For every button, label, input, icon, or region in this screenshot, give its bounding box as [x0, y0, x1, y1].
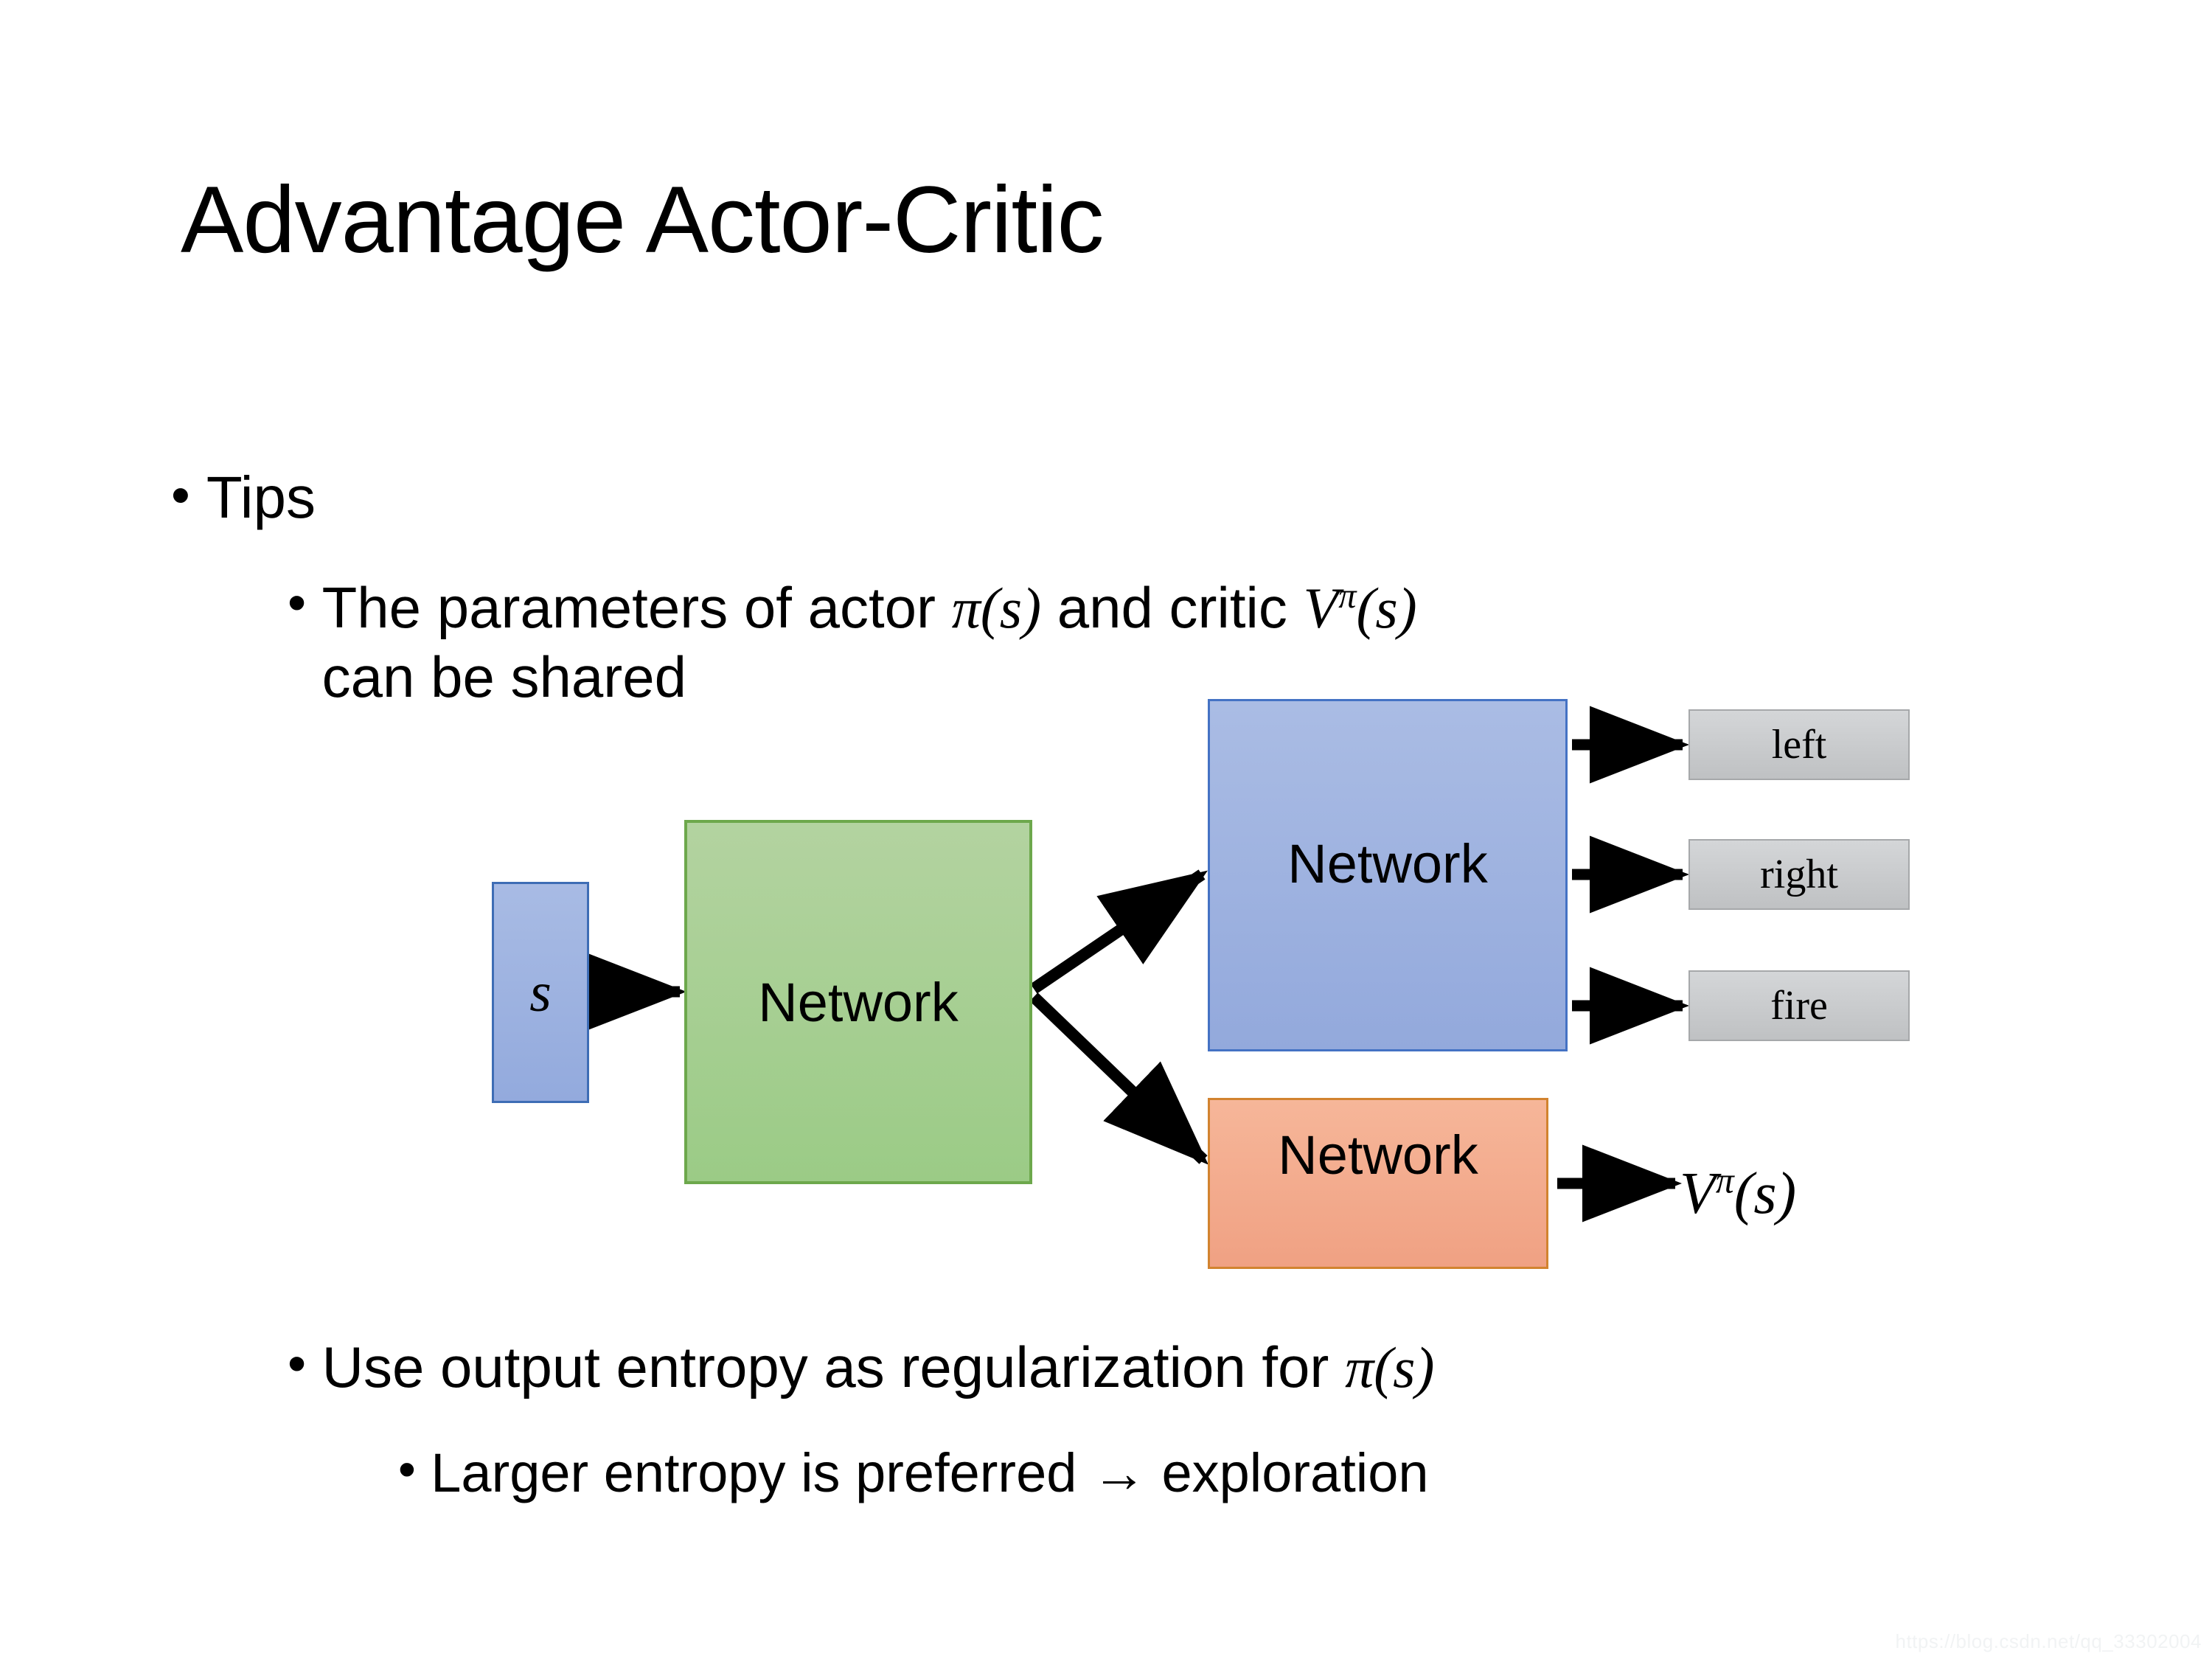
- math-entropy-pi-s: π(s): [1345, 1335, 1435, 1399]
- shared-network-box[interactable]: Network: [684, 820, 1032, 1184]
- bullet-entropy-regularization: • Use output entropy as regularization f…: [288, 1335, 1434, 1401]
- value-output-v: V: [1680, 1161, 1716, 1226]
- bullet-tips-label: Tips: [206, 465, 316, 530]
- math-actor-pi-s: π(s): [951, 576, 1042, 640]
- actor-network-label: Network: [1287, 833, 1488, 894]
- params-text-middle: and critic: [1041, 575, 1304, 640]
- watermark-url: https://blog.csdn.net/qq_33302004: [1895, 1630, 2202, 1652]
- arrow-shared-to-actor: [1030, 869, 1208, 994]
- bullet-larger-entropy-label: Larger entropy is preferred → exploratio…: [431, 1442, 1429, 1503]
- params-text-before: The parameters of actor: [321, 575, 952, 640]
- bullet-larger-entropy: • Larger entropy is preferred → explorat…: [398, 1441, 1429, 1504]
- arrow-shared-to-critic: [1029, 992, 1208, 1165]
- actor-network-box[interactable]: Network: [1208, 699, 1568, 1051]
- params-text-after: can be shared: [321, 644, 686, 709]
- critic-network-label: Network: [1278, 1124, 1478, 1186]
- bullet-marker-icon: •: [288, 573, 307, 633]
- critic-network-box[interactable]: Network: [1208, 1098, 1548, 1269]
- state-input-box[interactable]: s: [492, 882, 589, 1103]
- action-output-left[interactable]: left: [1688, 709, 1910, 780]
- bullet-marker-icon: •: [288, 1334, 307, 1394]
- value-output-superscript-pi: π: [1715, 1160, 1734, 1201]
- page-title: Advantage Actor-Critic: [181, 167, 1104, 273]
- math-critic-arg-s: (s): [1356, 576, 1417, 640]
- math-critic-v: V: [1303, 576, 1339, 640]
- math-critic-superscript-pi: π: [1338, 577, 1357, 616]
- value-output-arg-s: (s): [1733, 1161, 1797, 1226]
- bullet-marker-icon: •: [171, 464, 190, 526]
- bullet-shared-parameters: • The parameters of actor π(s) and criti…: [288, 574, 2175, 712]
- state-input-label: s: [529, 961, 552, 1023]
- action-output-fire[interactable]: fire: [1688, 970, 1910, 1041]
- action-output-right[interactable]: right: [1688, 839, 1910, 910]
- bullet-marker-icon: •: [398, 1441, 416, 1498]
- entropy-text: Use output entropy as regularization for: [321, 1335, 1346, 1399]
- bullet-tips: • Tips: [171, 465, 316, 531]
- shared-network-label: Network: [758, 971, 959, 1033]
- bullet-shared-parameters-label: The parameters of actor π(s) and critic …: [322, 574, 1417, 712]
- bullet-entropy-label: Use output entropy as regularization for…: [322, 1335, 1435, 1401]
- value-output-formula: Vπ(s): [1680, 1159, 1796, 1228]
